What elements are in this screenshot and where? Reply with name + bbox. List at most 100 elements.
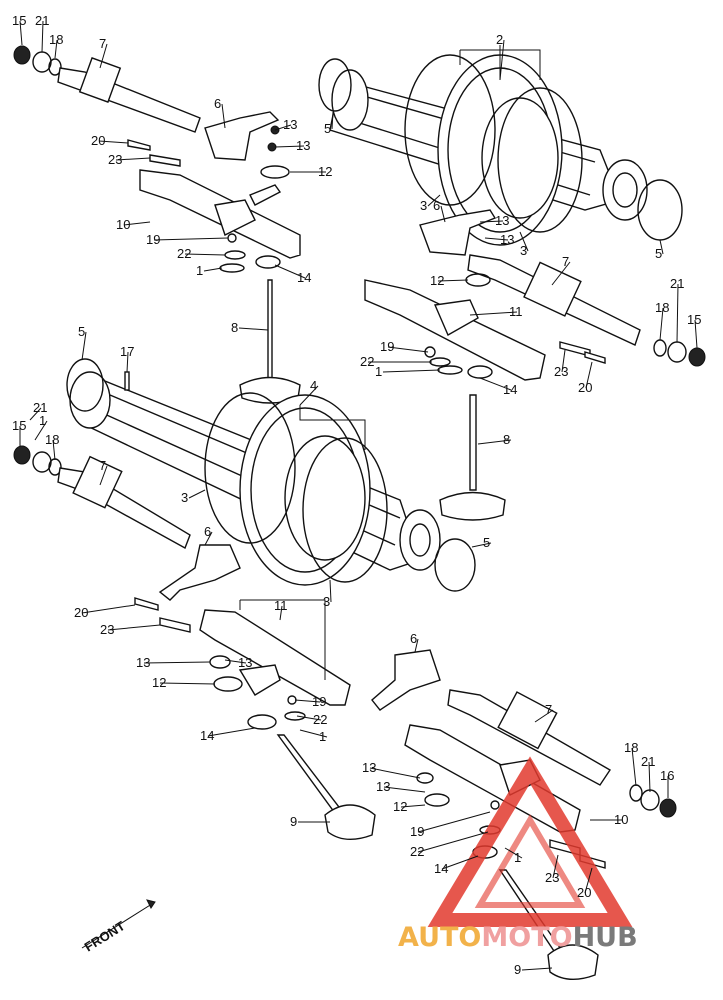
callout-leader [441, 855, 479, 870]
callout-leader [126, 351, 129, 373]
callout-leader [143, 661, 211, 664]
cam-bearing-ring-3d [302, 437, 388, 583]
svg-text:AUTOMOTOHUB: AUTOMOTOHUB [398, 922, 638, 953]
callout-leader [382, 369, 441, 373]
callout-leader [224, 659, 247, 664]
callout-number-16: 16 [660, 768, 674, 783]
callout-leader [81, 604, 136, 614]
callout-leader [52, 439, 56, 461]
callout-number-1: 1 [375, 364, 382, 379]
callout-leader [551, 261, 571, 286]
callout-number-13: 13 [362, 760, 376, 775]
valve-9-left [276, 734, 376, 840]
callout-leader [521, 967, 553, 971]
callout-number-5: 5 [324, 121, 331, 136]
callout-number-20: 20 [577, 885, 591, 900]
callout-leader [159, 682, 216, 685]
callout-number-20: 20 [91, 133, 105, 148]
callout-leader [274, 264, 306, 279]
callout-leader [484, 237, 509, 241]
callout-number-6: 6 [214, 96, 221, 111]
callout-leader [427, 194, 441, 207]
valve-8-upper [239, 279, 301, 404]
callout-number-13: 13 [500, 232, 514, 247]
callout-number-20: 20 [74, 605, 88, 620]
callout-number-9: 9 [514, 962, 521, 977]
callout-leader [440, 205, 446, 223]
callout-number-17: 17 [120, 344, 134, 359]
callout-leader [659, 239, 664, 255]
callout-number-1: 1 [514, 850, 521, 865]
callout-number-11: 11 [509, 304, 523, 319]
callout-number-15: 15 [687, 312, 701, 327]
callout-number-18: 18 [624, 740, 638, 755]
rocker-arm-6-right-mid [419, 209, 497, 256]
watermark-hub: HUB [573, 922, 638, 953]
callout-number-13: 13 [296, 138, 310, 153]
callout-leader [184, 253, 226, 256]
callout-leader [34, 420, 48, 441]
callout-leader [54, 39, 58, 59]
callout-number-5: 5 [483, 535, 490, 550]
callout-number-5: 5 [78, 324, 85, 339]
callout-leader [99, 43, 108, 69]
seal-12-upper [260, 165, 290, 179]
callout-number-11: 11 [274, 598, 288, 613]
callout-leader [188, 489, 206, 499]
rocker-arm-6-lower-left [158, 544, 241, 601]
callout-number-3: 3 [420, 198, 427, 213]
callout-leader [479, 220, 504, 223]
callout-leader [238, 327, 269, 331]
callout-number-1: 1 [319, 729, 326, 744]
callout-leader [471, 542, 492, 548]
rocker-arm-6-lower-right [371, 649, 441, 711]
cap-nut-15-upper [13, 45, 31, 65]
callout-number-19: 19 [380, 339, 394, 354]
cam-bearing-ring-3c [204, 392, 296, 544]
callout-leader [504, 847, 523, 859]
callout-leader [585, 361, 593, 389]
callout-leader [477, 439, 512, 445]
callout-number-22: 22 [177, 246, 191, 261]
callout-number-10: 10 [614, 812, 628, 827]
callout-number-3: 3 [181, 490, 188, 505]
callout-number-18: 18 [49, 32, 63, 47]
callout-number-19: 19 [312, 694, 326, 709]
rocker-assembly-right-mid [364, 209, 706, 381]
rocker-shaft-11-lower-left [199, 609, 351, 706]
callout-leader [437, 279, 469, 282]
callout-leader [29, 407, 42, 421]
callout-leader [204, 531, 213, 546]
callout-number-12: 12 [430, 273, 444, 288]
callout-leader [99, 465, 108, 486]
rocker-assembly-lower-left [13, 445, 351, 730]
callout-number-3: 3 [323, 594, 330, 609]
callout-number-12: 12 [318, 164, 332, 179]
dowel-pin-17 [124, 371, 130, 391]
callout-leader [41, 20, 44, 53]
camshaft-upper [318, 45, 683, 246]
front-label: FRONT [82, 918, 128, 954]
callout-leader [153, 237, 229, 241]
callout-number-23: 23 [554, 364, 568, 379]
callout-leader [400, 804, 426, 808]
callout-leader [203, 267, 223, 272]
callout-leader [296, 715, 322, 721]
o-ring-18-upper [48, 58, 62, 76]
callout-number-22: 22 [410, 844, 424, 859]
callout-number-2: 2 [496, 32, 503, 47]
callout-leader [499, 39, 505, 81]
valve-8-lower [439, 394, 506, 521]
callout-number-10: 10 [116, 217, 130, 232]
callout-number-15: 15 [12, 13, 26, 28]
callout-leader [274, 124, 292, 131]
callout-number-20: 20 [578, 380, 592, 395]
callout-number-5: 5 [655, 246, 662, 261]
callout-number-18: 18 [45, 432, 59, 447]
camshaft-lower [66, 358, 476, 592]
callout-number-18: 18 [655, 300, 669, 315]
callout-leader [676, 283, 679, 343]
callout-number-19: 19 [146, 232, 160, 247]
